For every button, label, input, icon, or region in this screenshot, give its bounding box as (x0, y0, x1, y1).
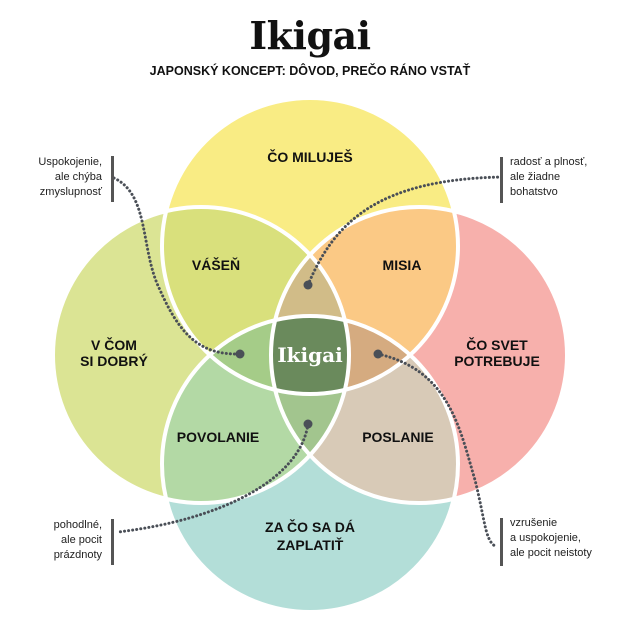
label-what-you-love: ČO MILUJEŠ (267, 148, 353, 165)
label-paid-for-line1: ZA ČO SA DÁ (265, 518, 355, 535)
label-mission: MISIA (383, 257, 422, 273)
page-title: Ikigai (249, 13, 371, 58)
connector-top-left (112, 176, 242, 356)
label-world-needs-line2: POTREBUJE (454, 353, 540, 369)
connectors (112, 175, 502, 548)
note-bottom-left: pohodlné, ale pocit prázdnoty (53, 519, 102, 561)
connector-bottom-right (376, 352, 497, 548)
connector-end-dots (235, 280, 383, 429)
connector-dot (373, 349, 383, 359)
connector-top-right (306, 175, 502, 287)
page-subtitle: JAPONSKÝ KONCEPT: DÔVOD, PREČO RÁNO VSTA… (149, 64, 471, 78)
connector-dot (235, 349, 245, 359)
note-bottom-right: vzrušenie a uspokojenie, ale pocit neist… (510, 517, 592, 559)
connector-dot (303, 280, 313, 290)
label-paid-for-line2: ZAPLATIŤ (277, 536, 344, 553)
label-good-at-line2: SI DOBRÝ (80, 352, 148, 369)
label-vocation: POSLANIE (362, 429, 434, 445)
label-ikigai-center: Ikigai (277, 343, 343, 367)
connector-dot (303, 419, 313, 429)
note-top-right-bar (500, 157, 503, 203)
label-good-at-line1: V ČOM (91, 336, 137, 353)
note-bottom-left-bar (111, 519, 114, 565)
note-bottom-right-bar (500, 518, 503, 566)
connector-bottom-left (116, 422, 310, 534)
label-world-needs-line1: ČO SVET (466, 336, 528, 353)
label-passion: VÁŠEŇ (192, 256, 240, 273)
note-top-left-bar (111, 156, 114, 202)
label-profession: POVOLANIE (177, 429, 259, 445)
circle-outlines (51, 96, 569, 614)
note-top-left: Uspokojenie, ale chýba zmyslupnosť (38, 156, 102, 198)
note-top-right: radosť a plnosť, ale žiadne bohatstvo (510, 156, 588, 198)
